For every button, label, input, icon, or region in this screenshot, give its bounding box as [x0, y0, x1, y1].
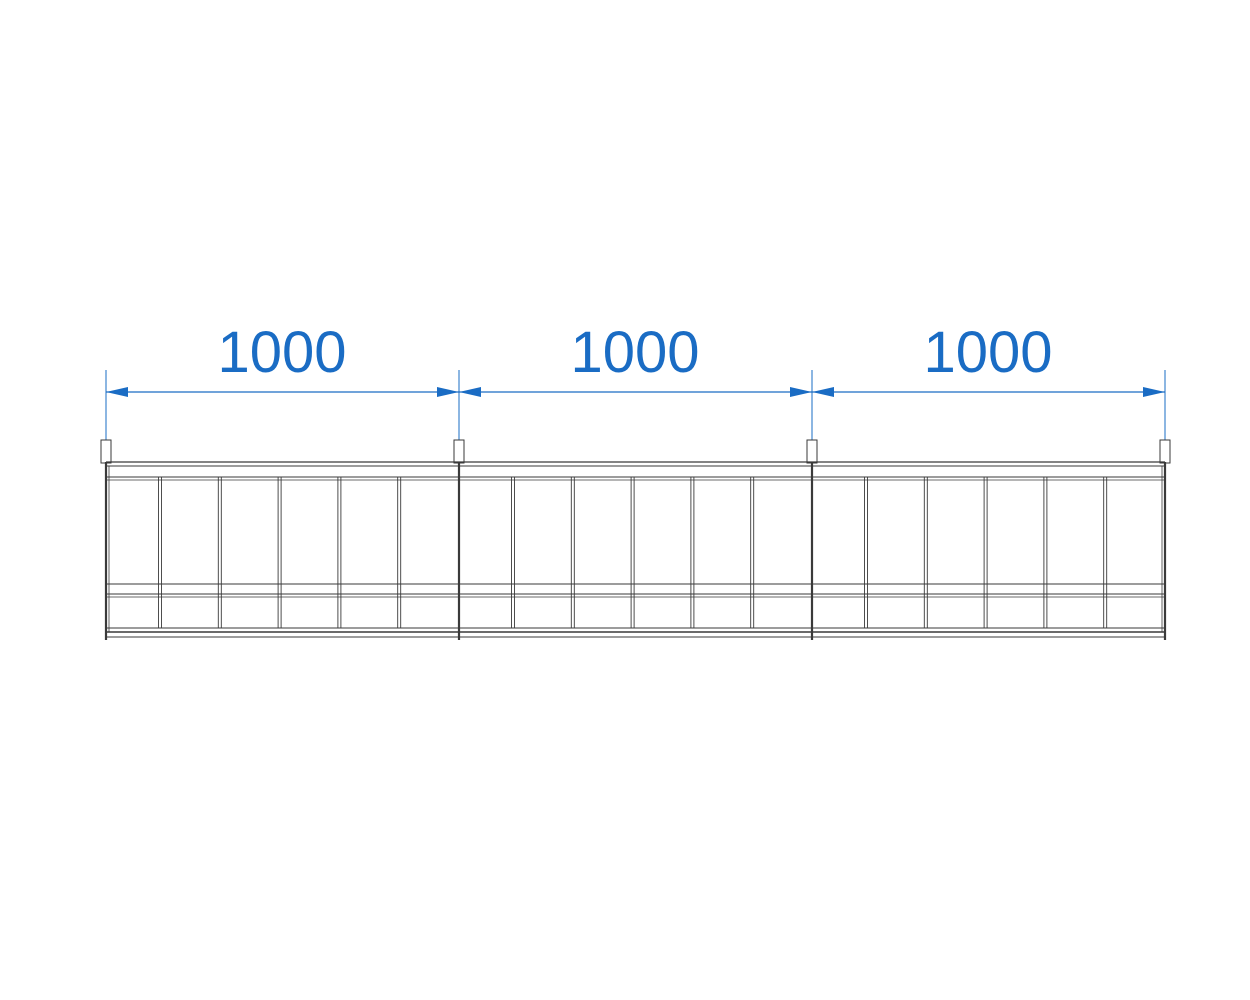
- post-cap: [100, 439, 112, 464]
- dimension-layer: 1000 1000 1000: [105, 320, 1166, 440]
- dimension-label-3: 1000: [923, 320, 1052, 385]
- fence-frame: [100, 439, 1171, 640]
- dimension-label-1: 1000: [217, 320, 346, 385]
- dimension-label-2: 1000: [570, 320, 699, 385]
- post-cap: [1159, 439, 1171, 464]
- post-cap: [806, 439, 818, 464]
- post-cap: [453, 439, 465, 464]
